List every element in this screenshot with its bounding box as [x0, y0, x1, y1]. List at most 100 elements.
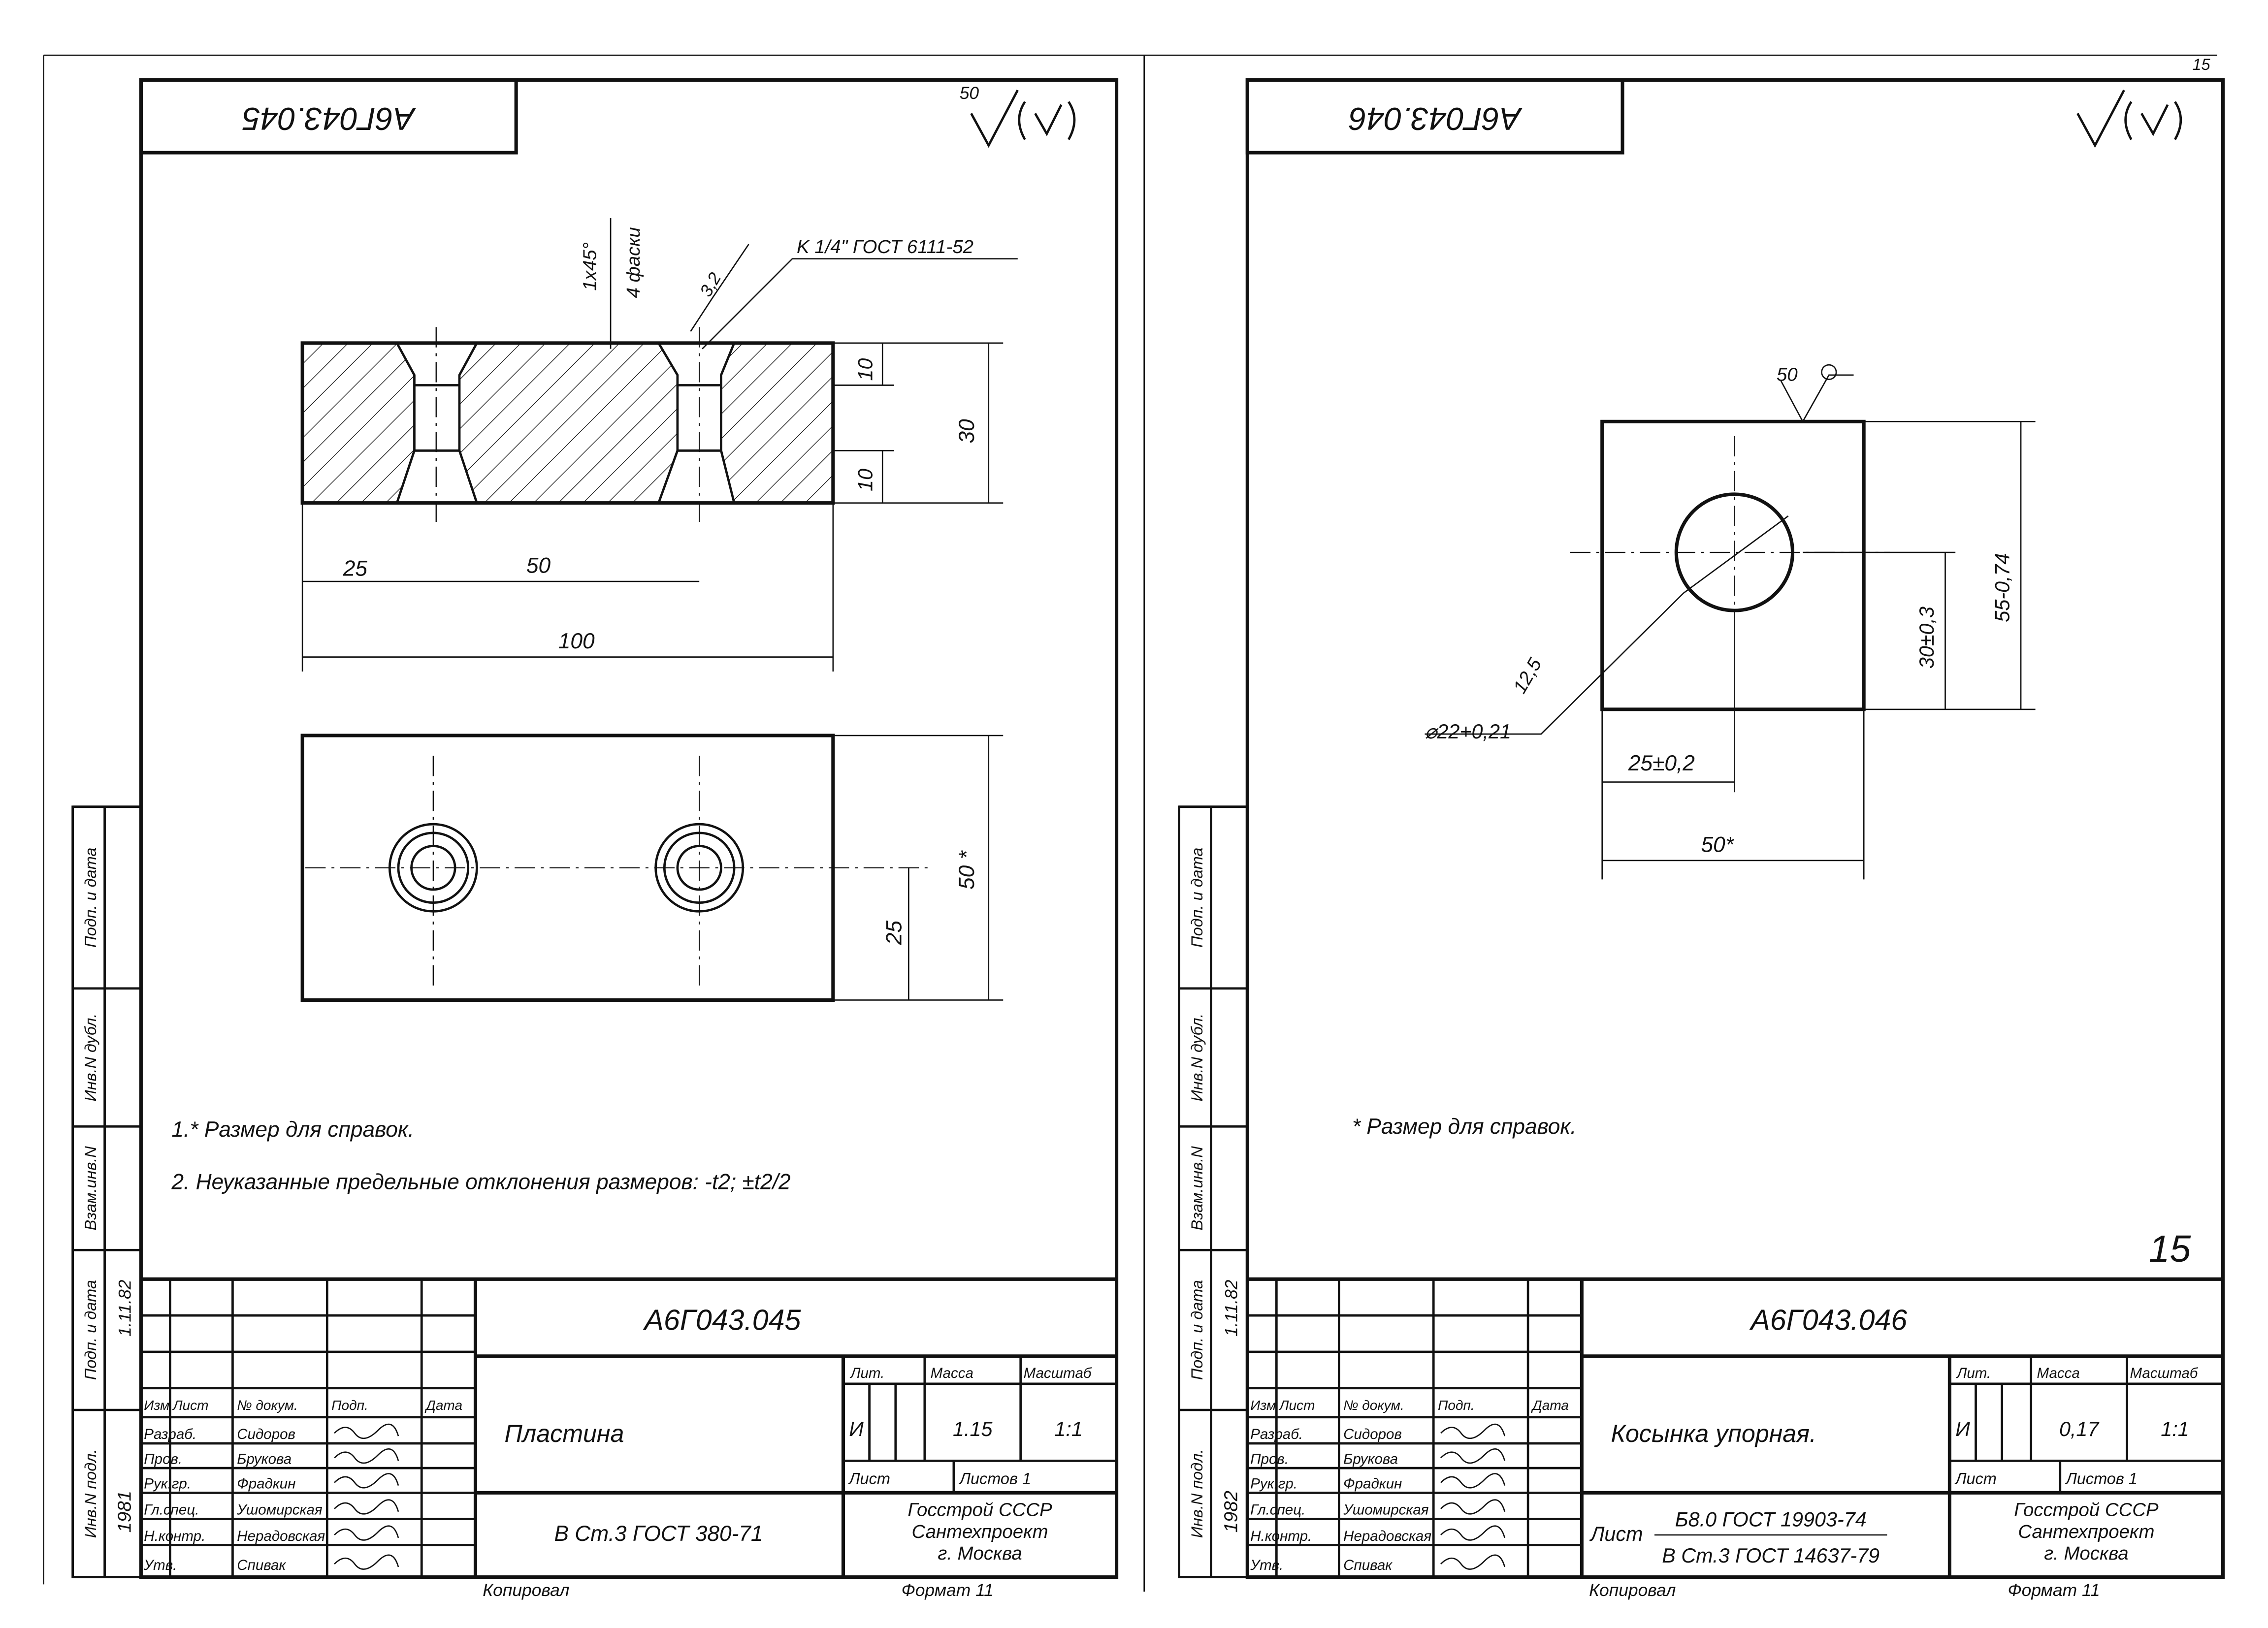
copied-by-label: Копировал [483, 1580, 569, 1600]
column-header: Изм [144, 1398, 169, 1413]
strip-date: 1.11.82 [1222, 1279, 1241, 1337]
role-label: Утв. [143, 1557, 177, 1573]
hole-roughness: 12,5 [1509, 654, 1546, 697]
material-prefix: Лист [1589, 1523, 1643, 1545]
mass-label: Масса [2037, 1365, 2080, 1381]
mass-value: 0,17 [2059, 1418, 2100, 1440]
copied-by-label: Копировал [1589, 1580, 1676, 1600]
strip-label: Подп. и дата [1188, 848, 1206, 948]
plate-section-outline [300, 341, 835, 505]
roughness-icon [970, 90, 1076, 148]
strip-year: 1982 [1221, 1491, 1242, 1532]
column-header: Изм [1250, 1398, 1276, 1413]
section-hatch [301, 342, 416, 505]
sheet-label: Лист [1954, 1470, 1997, 1488]
section-hatch [458, 342, 679, 505]
dim-25: 25 [343, 556, 368, 580]
signature-mark [1440, 1423, 1506, 1439]
strip-label: Инв.N подл. [82, 1449, 99, 1538]
part-name: Косынка упорная. [1611, 1420, 1816, 1447]
gusset-outline [1600, 419, 1866, 711]
lit-value: И [1955, 1418, 1970, 1440]
dim-100: 100 [558, 629, 595, 653]
dim-width: 50* [1701, 832, 1735, 857]
role-label: Рук.гр. [144, 1475, 191, 1492]
column-header: Лист [1278, 1398, 1315, 1413]
format-label: Формат 11 [902, 1580, 994, 1600]
organization-line: г. Москва [2044, 1543, 2128, 1564]
top-roughness: 50 [1777, 364, 1798, 385]
signer-name: Сидоров [1343, 1426, 1402, 1442]
signature-mark [1440, 1554, 1506, 1570]
signature-mark [1440, 1448, 1506, 1464]
signature-mark [334, 1554, 399, 1570]
part-name: Пластина [505, 1420, 624, 1447]
signature-mark [1440, 1525, 1506, 1541]
sheets-count: Листов 1 [959, 1470, 1031, 1488]
dim-50-vertical: 50 * [955, 850, 979, 890]
strip-label: Взам.инв.N [1188, 1146, 1206, 1231]
lit-label: Лит. [849, 1365, 884, 1381]
scale-label: Масштаб [2130, 1365, 2199, 1381]
organization-line: г. Москва [938, 1543, 1022, 1564]
roughness-value: 50 [960, 83, 979, 103]
sheet-label: Лист [848, 1470, 890, 1488]
column-header: Дата [1531, 1398, 1569, 1413]
dim-hole-y: 30±0,3 [1915, 607, 1938, 669]
strip-date: 1.11.82 [115, 1279, 135, 1337]
role-label: Разраб. [1250, 1426, 1303, 1442]
signer-name: Ушомирская [236, 1502, 323, 1518]
drawing-code: А6Г043.046 [1749, 1304, 1907, 1337]
strip-label: Подп. и дата [82, 1280, 99, 1380]
organization-line: Сантехпроект [911, 1521, 1048, 1542]
role-label: Пров. [144, 1451, 182, 1467]
dim-25-vertical: 25 [882, 921, 907, 946]
dim-10-bottom: 10 [854, 469, 877, 491]
roughness-mark [1780, 374, 1854, 422]
strip-label: Подп. и дата [1188, 1280, 1206, 1380]
role-label: Разраб. [144, 1426, 196, 1442]
signature-mark [334, 1473, 399, 1489]
drawing-plate: 1x45° 4 фаски K 1/4" ГОСТ 6111-52 3,2 10… [171, 218, 1018, 1194]
sheets-count: Листов 1 [2065, 1470, 2138, 1488]
role-label: Пров. [1250, 1451, 1289, 1467]
strip-label: Инв.N дубл. [82, 1014, 99, 1102]
scale-label: Масштаб [1024, 1365, 1092, 1381]
drawing-code: А6Г043.045 [643, 1304, 801, 1337]
role-label: Н.контр. [1250, 1528, 1312, 1544]
lit-value: И [849, 1418, 864, 1440]
column-header: № докум. [237, 1398, 298, 1413]
signature-mark [334, 1423, 399, 1439]
strip-label: Взам.инв.N [82, 1146, 99, 1231]
material: В Ст.3 ГОСТ 14637-79 [1662, 1544, 1879, 1567]
role-label: Рук.гр. [1250, 1475, 1297, 1492]
organization-line: Сантехпроект [2018, 1521, 2154, 1542]
signer-name: Фрадкин [1343, 1475, 1402, 1492]
strip-label: Инв.N дубл. [1188, 1014, 1206, 1102]
thread-leader [702, 258, 1018, 350]
material: Б8.0 ГОСТ 19903-74 [1675, 1508, 1867, 1531]
dim-diameter: ⌀22+0,21 [1425, 720, 1511, 743]
dim-10-top: 10 [854, 358, 877, 381]
strip-year: 1981 [114, 1491, 135, 1532]
signature-mark [334, 1525, 399, 1541]
role-label: Утв. [1250, 1557, 1283, 1573]
page-number: 15 [2192, 56, 2210, 73]
signer-name: Спивак [1343, 1557, 1393, 1573]
scale-value: 1:1 [1054, 1418, 1082, 1440]
lit-label: Лит. [1956, 1365, 1991, 1381]
signer-name: Ушомирская [1343, 1502, 1429, 1518]
column-header: Подп. [331, 1398, 368, 1413]
section-hatch [720, 342, 835, 505]
signer-name: Брукова [1343, 1451, 1398, 1467]
signature-mark [1440, 1499, 1506, 1515]
dim-height: 55-0,74 [1991, 553, 2013, 622]
signer-name: Сидоров [237, 1426, 295, 1442]
format-label: Формат 11 [2008, 1580, 2100, 1600]
code-stamp-box [139, 78, 518, 155]
code-stamp-box [1245, 78, 1624, 155]
signature-mark [1440, 1473, 1506, 1489]
